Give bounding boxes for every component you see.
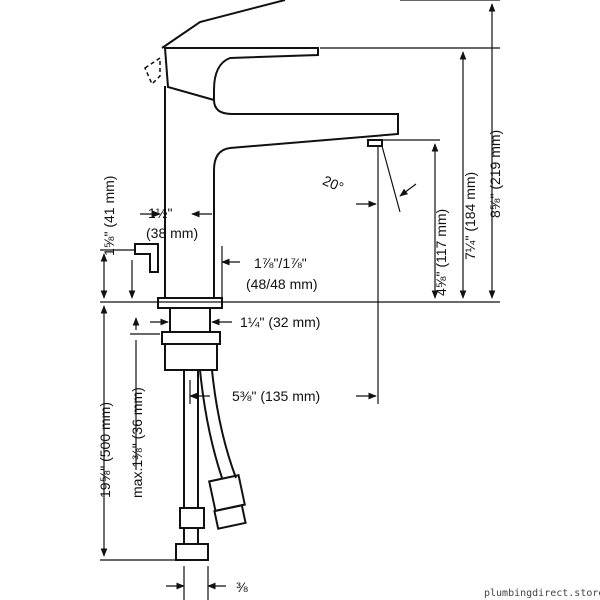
base-diameter-label: 1⅞"/1⅞" [254,255,307,271]
spout-top-label: 7¼" (184 mm) [462,172,478,260]
angle-label: 20° [320,172,346,195]
base-diameter-mm-label: (48/48 mm) [246,276,318,292]
lever-reach-label: 1½" [148,205,172,221]
shank-diameter-label: 1¼" (32 mm) [240,314,320,330]
watermark: plumbingdirect.store [484,588,600,599]
overall-height-label: 8⅝" (219 mm) [487,130,503,218]
spout-reach-label: 5⅜" (135 mm) [232,388,320,404]
dimension-lines [100,0,500,600]
supply-hoses [175,369,247,561]
hose-length-label: 19⅝" (500 mm) [97,402,113,498]
max-deck-label: max.1⅜" (36 mm) [129,387,145,498]
faucet-outline [134,0,399,371]
connection-label: ⅜ [236,579,248,595]
lever-height-label: 1⅝" (41 mm) [101,176,117,256]
lever-reach-mm-label: (38 mm) [146,225,198,241]
spout-height-label: 4⅝" (117 mm) [433,209,449,296]
